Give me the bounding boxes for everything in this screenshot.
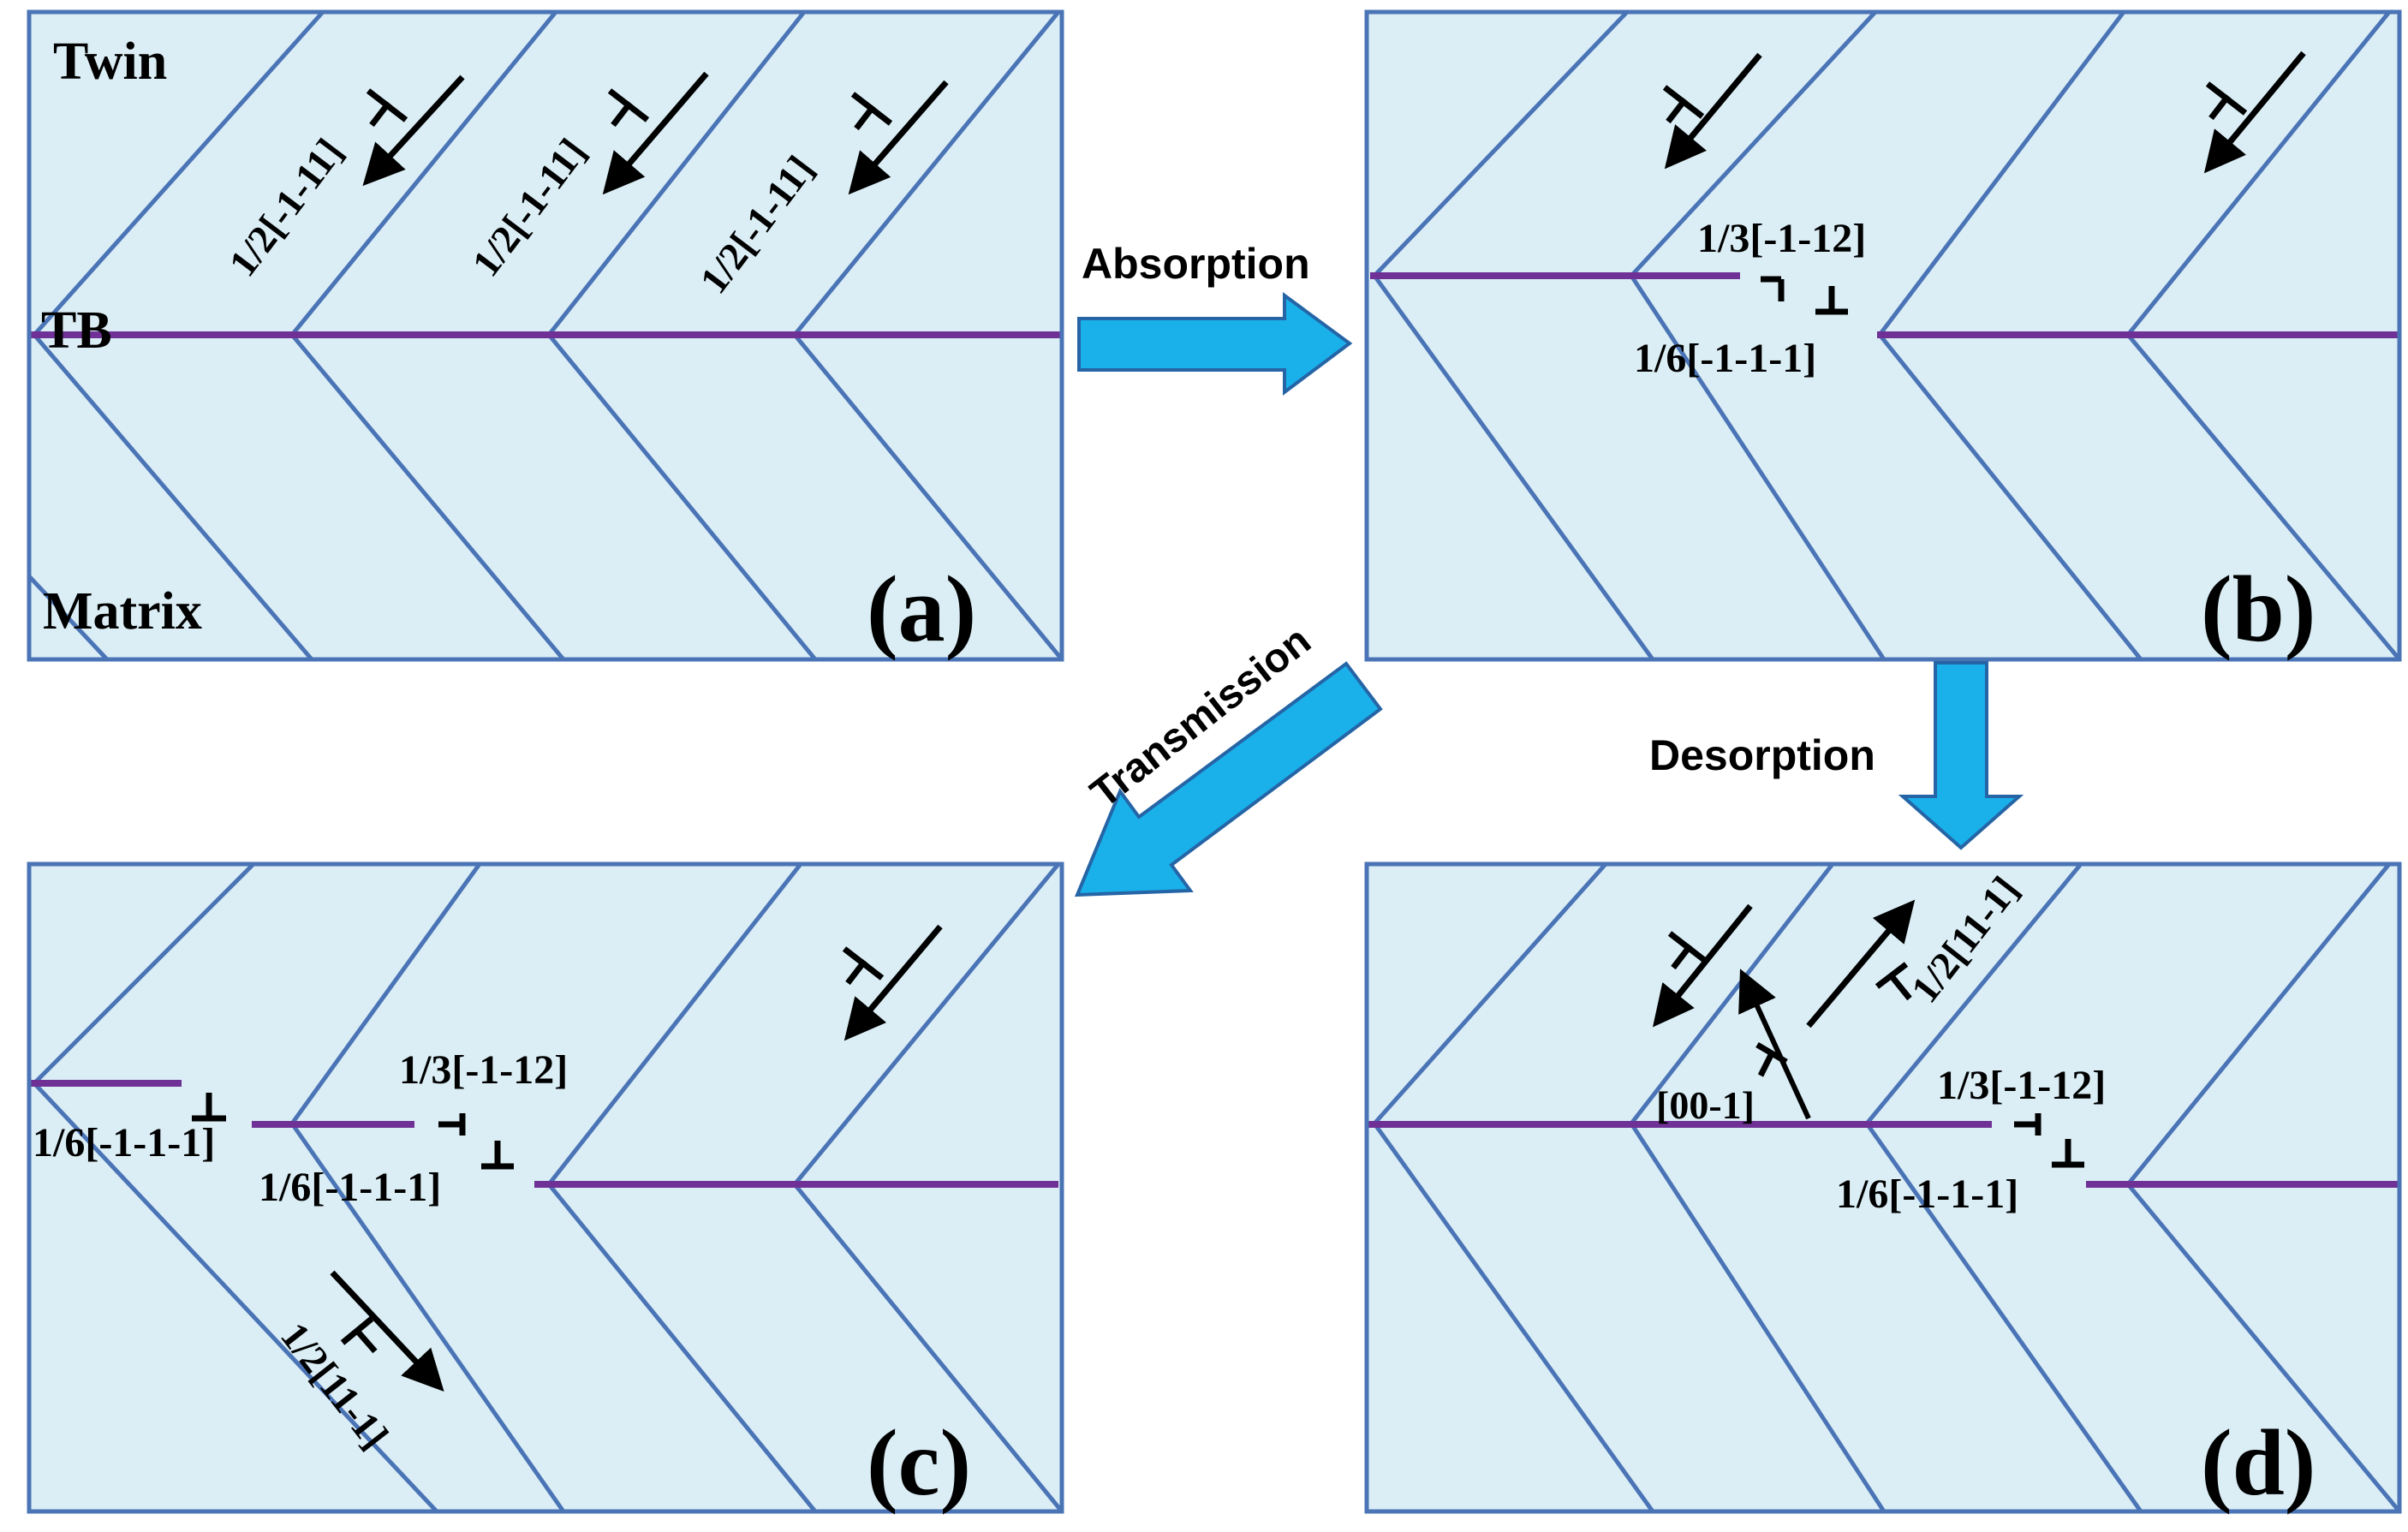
glide-direction-arrow <box>1664 52 1762 170</box>
desorption-arrow <box>1898 661 2024 850</box>
burgers-vector-label: [00-1] <box>1656 1083 1755 1127</box>
dislocation-symbol <box>850 92 893 131</box>
slip-line <box>33 333 313 659</box>
glide-direction-arrow <box>602 71 709 195</box>
dislocation-symbol <box>2205 81 2248 121</box>
absorption-label: Absorption <box>1082 240 1310 288</box>
dislocation-symbol <box>1815 286 1848 315</box>
dislocation-symbol <box>1875 962 1912 1001</box>
panel-d-border <box>1364 861 2402 1514</box>
absorption-arrow <box>1077 292 1353 396</box>
dislocation-symbol <box>2014 1113 2041 1136</box>
dislocation-symbol <box>340 1316 378 1354</box>
burgers-vector-label: 1/3[-1-12] <box>1697 216 1866 261</box>
slip-line <box>33 864 255 1085</box>
dislocation-symbol <box>2052 1139 2084 1168</box>
desorption-label: Desorption <box>1649 731 1875 779</box>
dislocation-symbol <box>366 88 408 128</box>
burgers-vector-label: 1/6[-1-1-1] <box>1634 336 1816 381</box>
panel-b-tag: (b) <box>2201 557 2316 661</box>
matrix-label: Matrix <box>43 582 202 641</box>
dislocation-symbol <box>842 946 885 986</box>
burgers-vector-label: 1/6[-1-1-1] <box>1836 1171 2018 1217</box>
dislocation-symbol <box>192 1093 226 1122</box>
panel-c-border <box>27 861 1064 1514</box>
panel-a-border <box>27 9 1064 662</box>
burgers-vector-label: 1/6[-1-1-1] <box>259 1165 441 1210</box>
slip-line <box>33 1082 438 1511</box>
dislocation-symbol <box>1667 931 1710 970</box>
panel-d-tag: (d) <box>2201 1410 2316 1515</box>
dislocation-symbol <box>438 1113 466 1136</box>
tb-label: TB <box>41 301 112 360</box>
slip-line <box>33 12 325 337</box>
burgers-vector-label: 1/3[-1-12] <box>1937 1063 2106 1108</box>
glide-direction-arrow <box>330 1270 444 1392</box>
panel-b: (b) 1/3[-1-12] 1/6[-1-1-1] <box>1364 9 2402 662</box>
burgers-vector-label: 1/3[-1-12] <box>399 1047 568 1093</box>
glide-direction-arrow <box>843 924 943 1041</box>
glide-direction-arrow <box>1652 903 1753 1028</box>
glide-direction-arrow <box>362 75 465 187</box>
panel-a-tag: (a) <box>867 557 976 661</box>
panel-c-tag: (c) <box>867 1410 971 1515</box>
dislocation-symbol <box>1662 85 1705 124</box>
glide-direction-arrow <box>848 80 949 195</box>
glide-direction-arrow <box>2203 51 2306 174</box>
panel-c: (c) 1/6[-1-1-1] 1/3[-1-12] 1/6[-1-1-1] 1… <box>27 861 1064 1515</box>
dislocation-symbol <box>481 1141 514 1170</box>
panel-b-border <box>1364 9 2402 662</box>
slip-line <box>29 575 109 659</box>
glide-direction-arrow <box>1806 899 1916 1028</box>
dislocation-symbol <box>1761 276 1785 301</box>
panel-d: (d) 1/2[11-1] [00-1] 1/3[-1-12] 1/6[-1-1… <box>1364 861 2402 1515</box>
burgers-vector-label: 1/6[-1-1-1] <box>33 1120 215 1165</box>
twin-label: Twin <box>53 33 167 91</box>
glide-direction-arrow <box>1738 969 1811 1120</box>
panel-a: Twin TB Matrix (a) 1/2[-1-11] 1/2[-1-11]… <box>27 9 1064 662</box>
transmission-arrow <box>1074 661 1383 897</box>
dislocation-symbol <box>607 88 650 128</box>
